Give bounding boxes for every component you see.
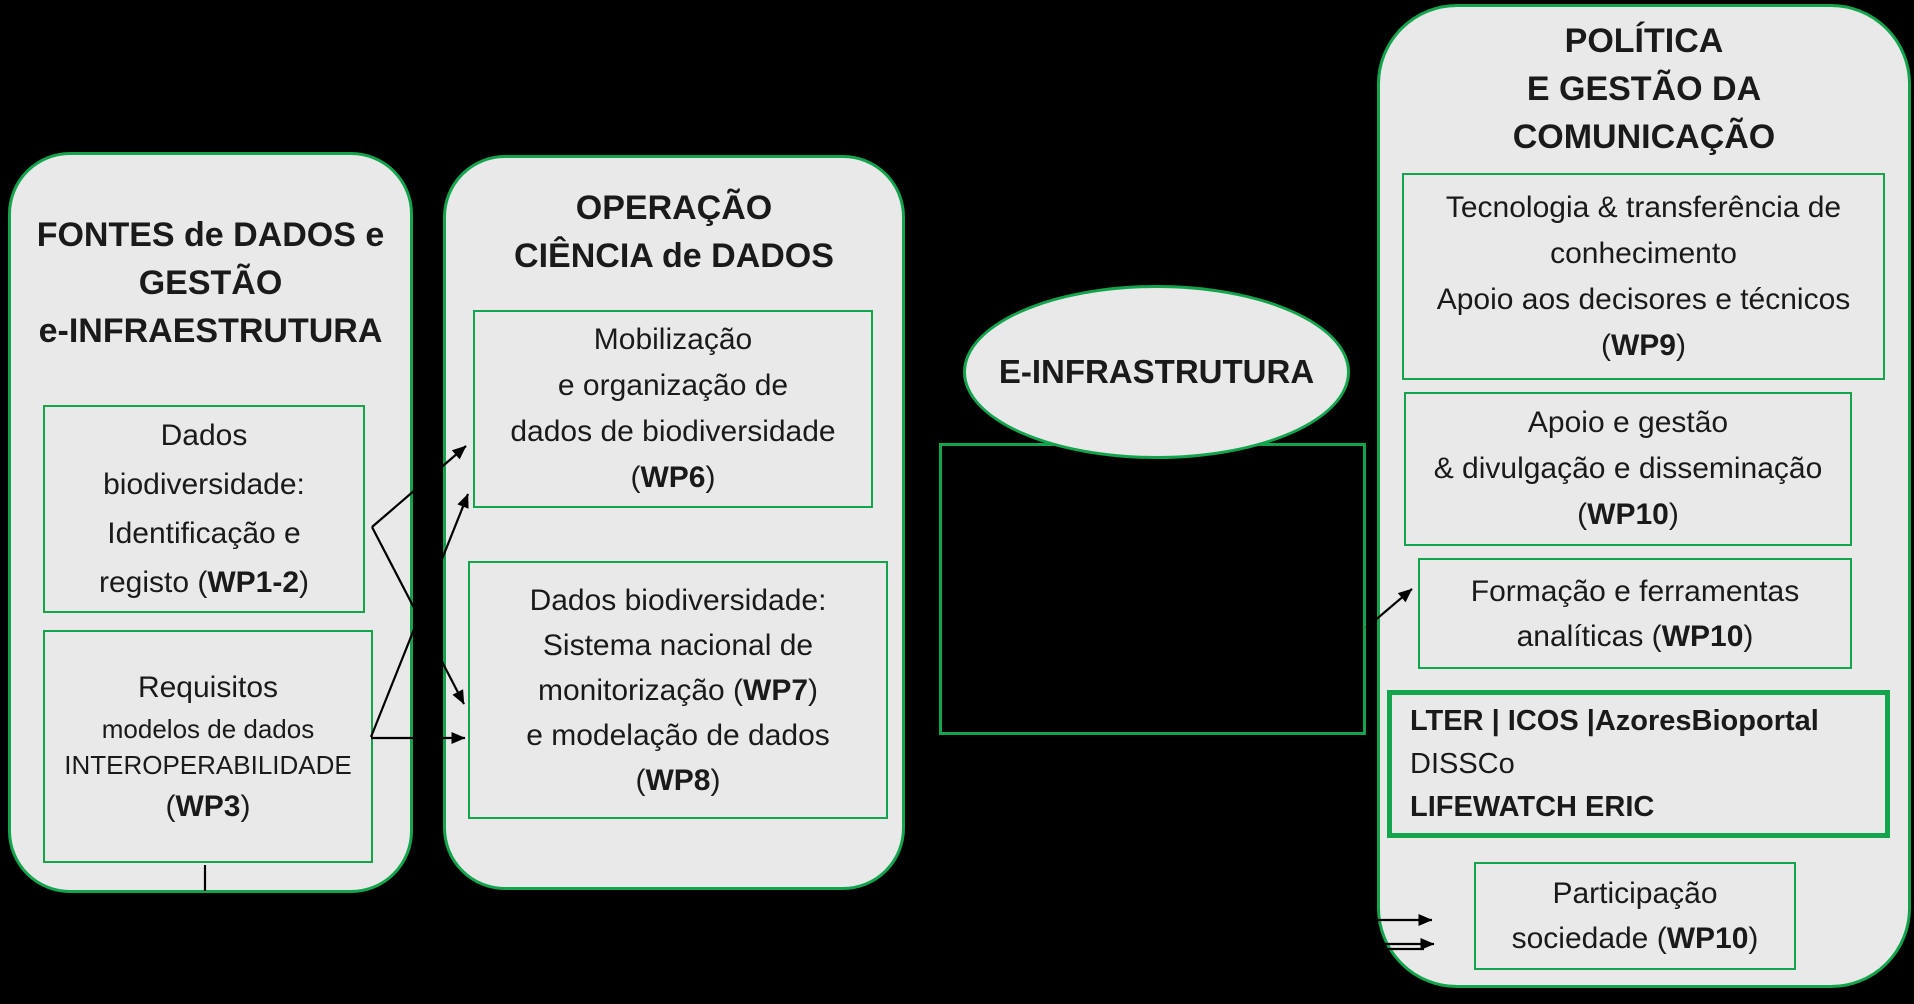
box-sistema-monitorizacao-wp7-wp8: Dados biodiversidade: Sistema nacional d… [468, 561, 888, 819]
box-text-line: (WP6) [630, 461, 716, 494]
box-text-line: registo (WP1-2) [98, 566, 310, 599]
box-text-line: Tecnologia & transferência de [1445, 190, 1842, 224]
box-text-line: monitorização (WP7) [537, 673, 819, 707]
box-text-line: Dados biodiversidade: [529, 583, 827, 617]
box-text-line: e modelação de dados [526, 718, 830, 752]
box-text-line: biodiversidade: [103, 468, 305, 501]
e-infrastructure-rectangle [939, 443, 1366, 735]
title-line: e-INFRAESTRUTURA [38, 312, 383, 350]
box-text-line: dados de biodiversidade [510, 415, 836, 448]
box-text-line: analíticas (WP10) [1516, 619, 1754, 653]
box-text-line: (WP3) [165, 789, 251, 823]
panel-politica-gestao-comunicacao: POLÍTICA E GESTÃO DA COMUNICAÇÃO [1377, 4, 1911, 988]
panel-fontes-de-dados: FONTES de DADOS e GESTÃO e-INFRAESTRUTUR… [8, 152, 413, 893]
box-research-infrastructures: LTER | ICOS |AzoresBioportal DISSCo LIFE… [1387, 690, 1890, 838]
box-text-line: Dados [160, 419, 248, 452]
title-line: GESTÃO [138, 264, 283, 302]
title-line: COMUNICAÇÃO [1512, 118, 1776, 156]
box-text-line: Apoio aos decisores e técnicos [1436, 282, 1851, 316]
box-text-line: Requisitos [137, 670, 279, 704]
box-formacao-ferramentas-wp10: Formação e ferramentas analíticas (WP10) [1418, 558, 1852, 669]
title-line: OPERAÇÃO [575, 189, 773, 227]
e-infrastructure-ellipse: E-INFRASTRUTURA [963, 285, 1350, 459]
box-text-line: Mobilização [593, 323, 753, 356]
panel-fontes-de-dados-title: FONTES de DADOS e GESTÃO e-INFRAESTRUTUR… [11, 211, 410, 355]
box-text-line: LIFEWATCH ERIC [1410, 790, 1655, 823]
box-text-line: Formação e ferramentas [1470, 574, 1800, 608]
box-text-line: DISSCo [1410, 747, 1515, 780]
panel-operacao-title: OPERAÇÃO CIÊNCIA de DADOS [446, 184, 902, 280]
box-text-line: conhecimento [1550, 236, 1737, 270]
box-text-line: e organização de [557, 369, 789, 402]
title-line: FONTES de DADOS e [36, 216, 385, 254]
e-infrastructure-label: E-INFRASTRUTURA [998, 353, 1315, 390]
box-dados-biodiversidade-wp1-2: Dados biodiversidade: Identificação e re… [43, 405, 365, 613]
box-text-line: Apoio e gestão [1527, 406, 1729, 439]
box-text-line: (WP8) [635, 763, 721, 797]
box-text-line: (WP9) [1600, 328, 1686, 362]
box-text-line: modelos de dados [101, 713, 315, 744]
title-line: E GESTÃO DA [1526, 70, 1762, 108]
box-text-line: INTEROPERABILIDADE [64, 749, 352, 780]
box-mobilizacao-wp6: Mobilização e organização de dados de bi… [473, 310, 873, 508]
box-text-line: Sistema nacional de [542, 628, 814, 662]
title-line: POLÍTICA [1564, 22, 1724, 60]
box-text-line: sociedade (WP10) [1511, 922, 1759, 955]
panel-politica-title: POLÍTICA E GESTÃO DA COMUNICAÇÃO [1380, 17, 1908, 161]
box-text-line: Participação [1552, 877, 1718, 910]
box-text-line: & divulgação e disseminação [1433, 452, 1823, 485]
box-text-line: Identificação e [107, 517, 301, 550]
box-text-line: (WP10) [1577, 498, 1679, 531]
box-text-line: LTER | ICOS |AzoresBioportal [1410, 704, 1819, 737]
box-apoio-gestao-wp10: Apoio e gestão & divulgação e disseminaç… [1404, 392, 1852, 546]
box-requisitos-interoperabilidade-wp3: Requisitos modelos de dados INTEROPERABI… [43, 630, 373, 863]
box-participacao-sociedade-wp10: Participação sociedade (WP10) [1474, 862, 1796, 970]
box-tecnologia-transferencia-wp9: Tecnologia & transferência de conhecimen… [1402, 173, 1885, 380]
title-line: CIÊNCIA de DADOS [514, 237, 834, 275]
